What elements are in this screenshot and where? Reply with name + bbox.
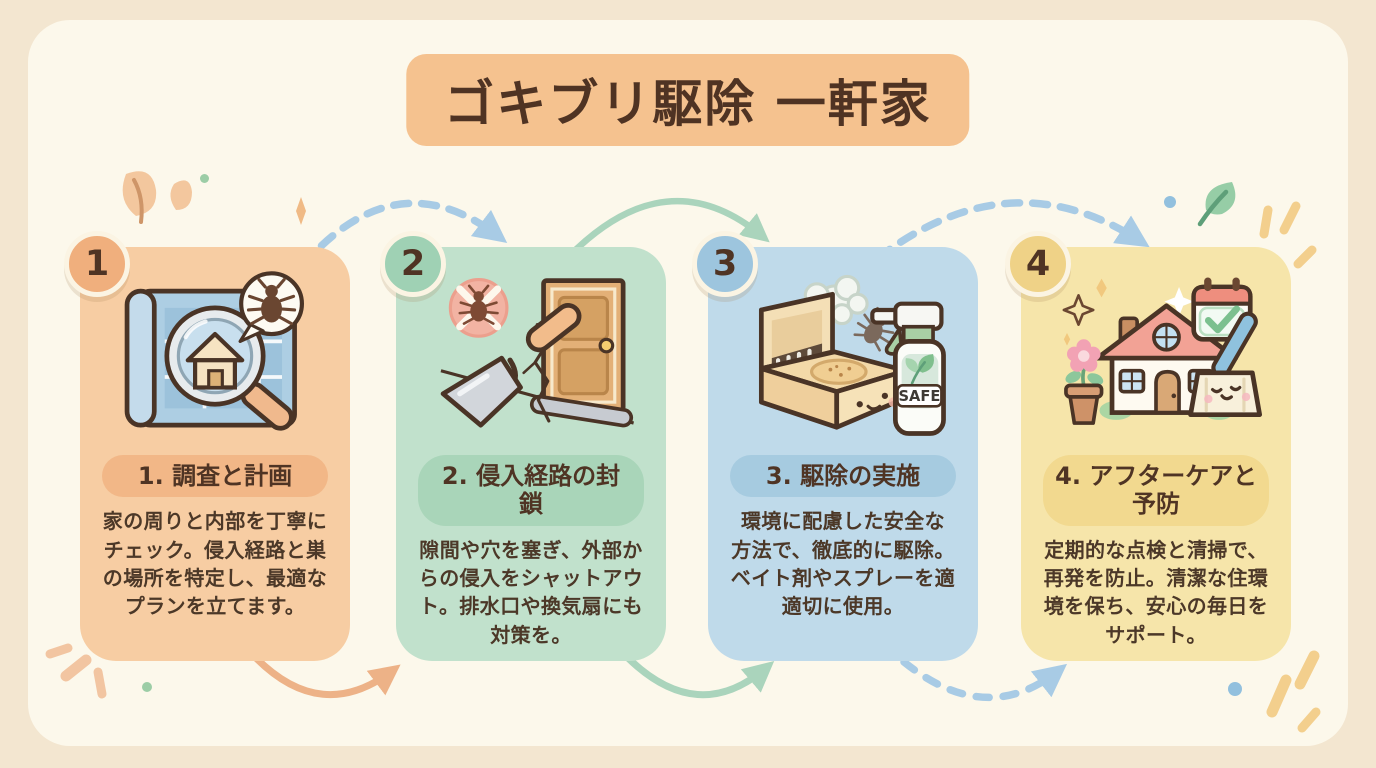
step-card-4: 4	[1005, 231, 1291, 661]
door-icon	[541, 278, 626, 413]
cute-face	[1204, 385, 1251, 404]
bug-bubble-icon	[238, 271, 304, 343]
step-description-4: 定期的な点検と清掃で、 再発を防止。清潔な住環 境を保ち、安心の毎日を サポート…	[1043, 537, 1269, 647]
step-3-illustration: SAFE	[708, 247, 978, 449]
trowel-icon	[440, 302, 582, 428]
green-dot-decoration-bottom-left	[142, 682, 152, 692]
green-dot-decoration-top-left	[200, 174, 209, 183]
step-description-2: 隙間や穴を塞ぎ、外部か らの侵入をシャットアウ ト。排水口や換気扇にも 対策を。	[418, 537, 644, 647]
step-description-3: 環境に配慮した安全な 方法で、徹底的に駆除。 ベイト剤やスプレーを適 適切に使用…	[730, 509, 956, 619]
house-aftercare-icon	[1062, 277, 1263, 425]
safe-label: SAFE	[898, 388, 940, 405]
broom-icon	[1188, 311, 1263, 418]
page-title: ゴキブリ駆除 一軒家	[444, 75, 932, 133]
no-bug-icon	[448, 278, 509, 338]
step-title-2: 2. 侵入経路の封 鎖	[418, 455, 644, 526]
step-number-badge-4: 4	[1005, 231, 1071, 297]
bait-spray-icon: SAFE	[758, 274, 946, 436]
blueprint-magnifier-icon	[124, 271, 304, 431]
flower	[1067, 339, 1101, 372]
step-title-4: 4. アフターケアと 予防	[1043, 455, 1269, 526]
leaf-logo-icon	[905, 353, 934, 385]
spray-bottle-icon: SAFE	[870, 301, 946, 436]
step-description-1: 家の周りと内部を丁寧に チェック。侵入経路と巣 の場所を特定し、最適な プランを…	[102, 509, 328, 619]
blue-dot-decoration-bottom-right	[1228, 682, 1242, 696]
title-banner: ゴキブリ駆除 一軒家	[406, 54, 970, 146]
blue-dot-decoration-top-right	[1164, 196, 1176, 208]
flower-pot-icon	[1064, 339, 1104, 425]
house-icon	[185, 331, 245, 390]
draft-stopper-icon	[529, 394, 634, 428]
step-title-1: 1. 調査と計画	[102, 455, 328, 498]
step-card-1: 1	[64, 231, 350, 661]
step-number-badge-1: 1	[64, 231, 130, 297]
step-card-3: 3	[692, 231, 978, 661]
step-number-badge-3: 3	[692, 231, 758, 297]
step-1-illustration	[80, 247, 350, 449]
step-card-2: 2	[380, 231, 666, 661]
magnifier-icon	[164, 305, 294, 431]
step-4-illustration	[1021, 247, 1291, 449]
step-number-badge-2: 2	[380, 231, 446, 297]
step-2-illustration	[396, 247, 666, 449]
door-seal-icon	[440, 278, 635, 428]
step-title-3: 3. 駆除の実施	[730, 455, 956, 498]
